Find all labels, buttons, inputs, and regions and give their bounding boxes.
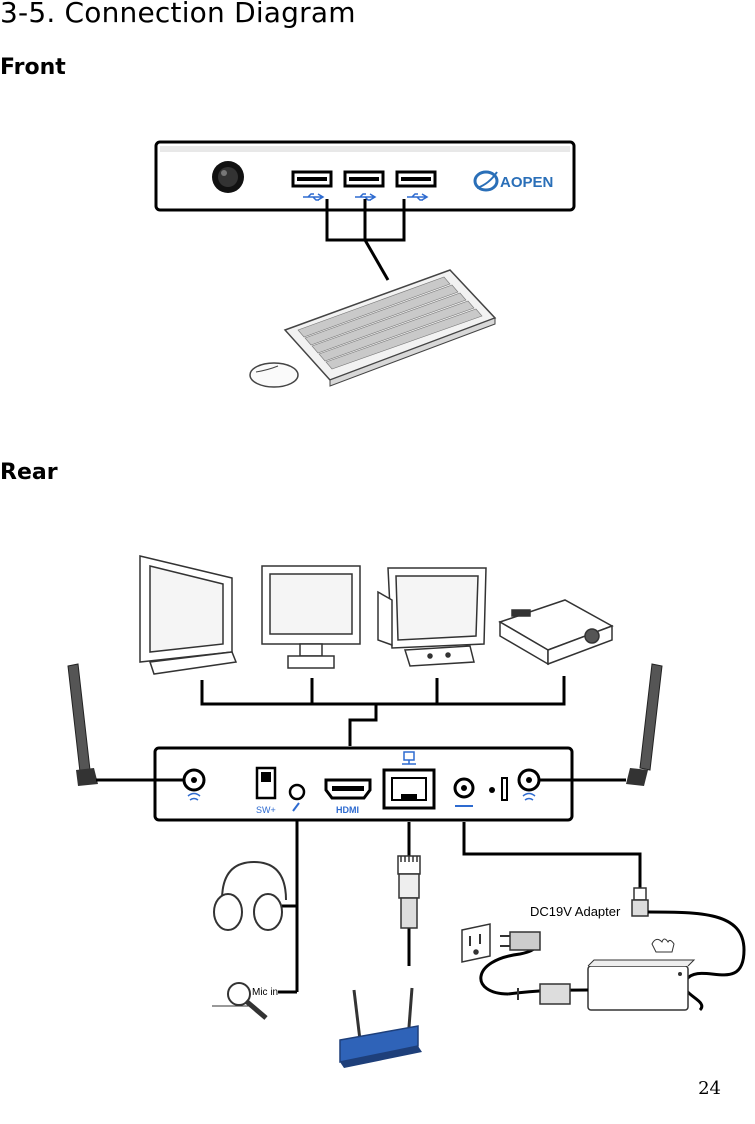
projector-icon <box>498 599 614 666</box>
display-connector-lines <box>200 676 566 746</box>
microphone-icon: Mic in <box>212 982 278 1020</box>
rj45-cable-icon <box>397 855 421 929</box>
hand-gesture-icon <box>651 938 675 953</box>
dc-adapter-label: DC19V Adapter <box>530 904 621 919</box>
aopen-logo-icon: AOPEN <box>473 170 553 192</box>
lcd-monitor-icon <box>139 555 238 675</box>
power-switch-label: SW+ <box>256 805 276 815</box>
router-icon <box>339 987 422 1068</box>
crt-monitor-icon <box>377 567 487 667</box>
usb-port-front-3 <box>395 170 437 188</box>
wall-outlet-icon <box>461 923 491 963</box>
rear-section-label: Rear <box>0 460 58 485</box>
page-heading: 3-5. Connection Diagram <box>0 0 356 29</box>
dc-in-port-icon <box>453 777 475 807</box>
power-switch-icon: SW+ <box>255 766 277 815</box>
keyboard-icon <box>283 269 497 387</box>
desktop-monitor-icon <box>261 565 361 669</box>
ac-power-cord-icon <box>479 931 571 1005</box>
hdmi-label: HDMI <box>336 805 359 815</box>
antenna-port-right-icon <box>517 768 541 801</box>
dc-connector-lines <box>462 822 642 888</box>
page-number: 24 <box>698 1078 721 1099</box>
audio-connector-lines <box>278 820 299 994</box>
kensington-lock-icon <box>489 777 508 801</box>
lan-port-icon <box>382 751 436 810</box>
mic-in-label: Mic in <box>252 987 278 998</box>
front-usb-connector-lines <box>325 199 406 281</box>
audio-jack-icon <box>288 783 306 812</box>
usb-port-front-1 <box>291 170 333 188</box>
usb-port-front-2 <box>343 170 385 188</box>
wifi-antenna-left-icon <box>67 663 98 786</box>
mouse-icon <box>249 362 299 388</box>
dc-plug-icon <box>631 887 649 917</box>
usb-symbol-icon <box>303 193 429 201</box>
power-adapter-icon <box>507 910 746 1012</box>
hdmi-port-icon: HDMI <box>324 778 372 815</box>
wifi-antenna-right-icon <box>626 663 663 786</box>
headphones-icon <box>213 860 287 931</box>
power-button-icon <box>212 161 244 193</box>
aopen-logo-text: AOPEN <box>500 174 553 191</box>
front-section-label: Front <box>0 55 66 80</box>
